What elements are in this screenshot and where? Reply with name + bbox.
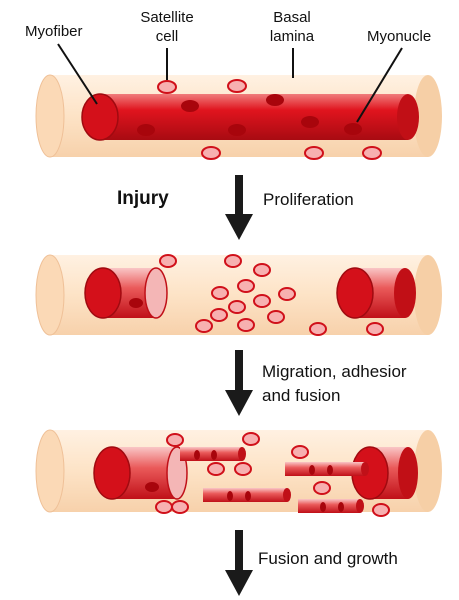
satellite-cell [254,295,270,307]
satellite-cell [158,81,176,93]
satellite-cell [229,301,245,313]
satellite-cell [172,501,188,513]
satellite-cell [363,147,381,159]
fiber-stump-left-3 [94,447,187,499]
satellite-cell [160,255,176,267]
satellite-cell [167,434,183,446]
fiber-stump-right [337,268,416,318]
panel-proliferation [36,255,442,335]
panel-fusion [36,430,442,516]
label-myofiber: Myofiber [25,23,83,40]
satellite-cell [243,433,259,445]
satellite-cell [310,323,326,335]
myotube [203,488,291,502]
label-satellite-line2: cell [156,28,179,45]
satellite-cell [373,504,389,516]
satellite-cell [238,280,254,292]
satellite-cell [367,323,383,335]
myonucleus [129,298,143,308]
myofiber-1 [82,94,419,140]
step-arrow-3: Fusion and growth [225,530,398,596]
satellite-cell [208,463,224,475]
satellite-cell [156,501,172,513]
satellite-cell [292,446,308,458]
satellite-cell [238,319,254,331]
label-basal-line1: Basal [273,9,311,26]
myonucleus [137,124,155,136]
satellite-cell [235,463,251,475]
label-proliferation: Proliferation [263,190,354,209]
myonucleus [266,94,284,106]
satellite-cell [305,147,323,159]
myotube [285,462,369,476]
fiber-stump-left [85,268,167,318]
label-satellite-line1: Satellite [140,9,193,26]
satellite-cell [202,147,220,159]
satellite-cell [268,311,284,323]
myotube [180,447,246,461]
satellite-cell [314,482,330,494]
satellite-cell [228,80,246,92]
myotube [298,499,364,513]
label-basal-line2: lamina [270,28,315,45]
label-myonucleus: Myonucle [367,28,431,45]
label-injury: Injury [117,188,169,209]
satellite-cell [254,264,270,276]
satellite-cell [225,255,241,267]
satellite-cell [196,320,212,332]
step-arrow-2: Migration, adhesior and fusion [225,350,407,416]
label-migration-line2: and fusion [262,386,340,405]
label-migration-line1: Migration, adhesior [262,362,407,381]
satellite-cell [212,287,228,299]
panel-intact-fiber: Myofiber Satellite cell Basal lamina Myo… [25,9,442,159]
myonucleus [181,100,199,112]
myonucleus [301,116,319,128]
myonucleus [228,124,246,136]
myonucleus [145,482,159,492]
satellite-cell [279,288,295,300]
myonucleus [344,123,362,135]
satellite-cell [211,309,227,321]
step-arrow-1: Injury Proliferation [117,175,354,240]
label-fusion-growth: Fusion and growth [258,549,398,568]
